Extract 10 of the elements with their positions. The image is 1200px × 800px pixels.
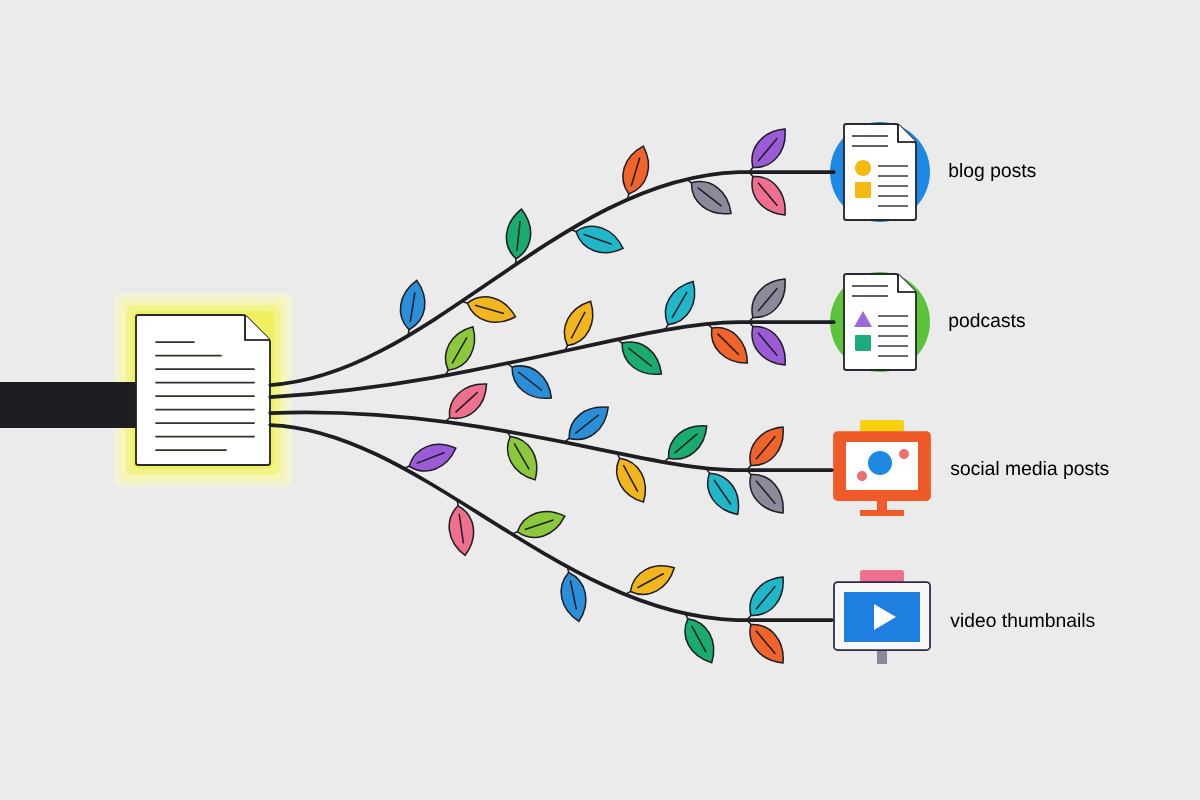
document-icon: [114, 293, 292, 487]
branch-line: [268, 320, 836, 399]
branch-line: [0, 382, 136, 428]
branch-line: [268, 170, 836, 387]
node-label: social media posts: [950, 461, 1109, 479]
branch-line: [268, 423, 834, 622]
node-label: podcasts: [949, 313, 1025, 331]
node-label: blog posts: [949, 163, 1036, 181]
branch-line: [268, 410, 834, 472]
node-label: video thumbnails: [950, 612, 1095, 628]
